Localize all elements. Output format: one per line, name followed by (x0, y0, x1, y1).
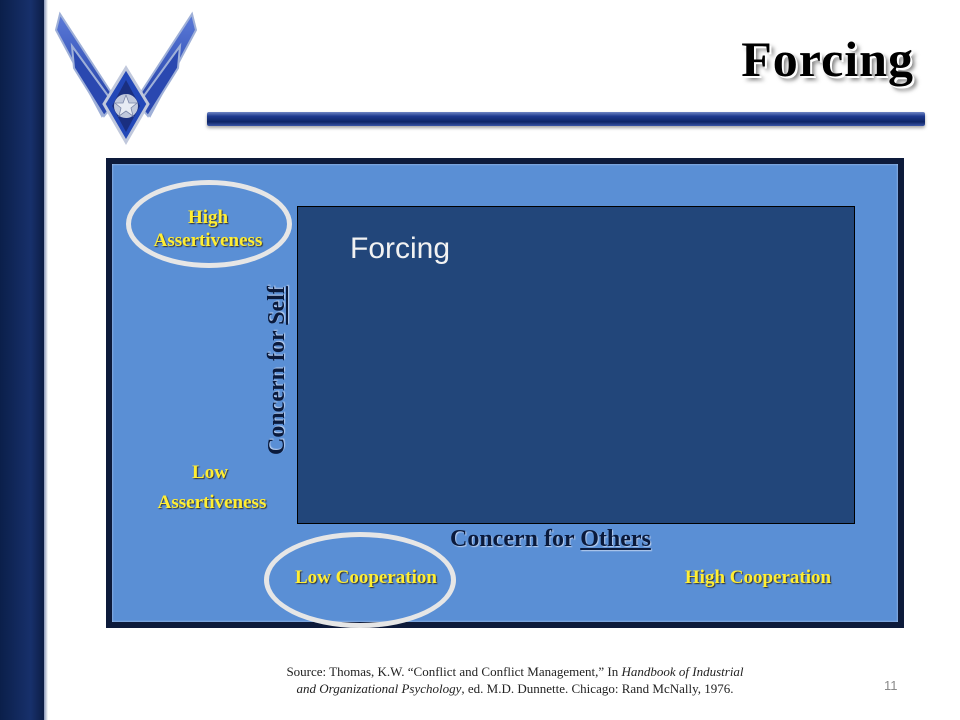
source-citation: Source: Thomas, K.W. “Conflict and Confl… (230, 664, 800, 698)
title-underline-bar (207, 112, 925, 126)
source-prefix: Source: Thomas, K.W. “Conflict and Confl… (286, 664, 622, 679)
x-axis-prefix: Concern for (450, 526, 581, 552)
page-number: 11 (884, 678, 898, 693)
y-axis-emphasis: Self (264, 286, 290, 325)
slide-title: Forcing (741, 31, 914, 87)
quadrant-label: Forcing (350, 232, 451, 265)
y-axis-prefix: Concern for (264, 324, 290, 455)
x-axis-label: Concern for Others (450, 526, 651, 553)
left-stripe (0, 0, 44, 720)
source-suffix: , ed. M.D. Dunnette. Chicago: Rand McNal… (461, 680, 734, 696)
high-assertiveness-label: High Assertiveness (153, 207, 263, 251)
source-book-title-1: Handbook of Industrial (621, 664, 744, 679)
low-cooperation-highlight-ellipse (264, 532, 456, 628)
source-book-title-2: and Organizational Psychology (296, 680, 462, 696)
low-cooperation-label: Low Cooperation (295, 567, 437, 588)
low-assertiveness-label-line2: Assertiveness (157, 492, 267, 513)
low-assertiveness-label-line1: Low (192, 462, 228, 483)
high-cooperation-label: High Cooperation (684, 567, 832, 588)
x-axis-emphasis: Others (580, 526, 651, 552)
forcing-quadrant-box (297, 206, 855, 524)
high-assertiveness-highlight-ellipse (126, 180, 292, 268)
y-axis-label: Concern for Self (264, 286, 291, 455)
left-stripe-edge (44, 0, 48, 720)
air-force-wings-logo-icon (54, 11, 198, 145)
